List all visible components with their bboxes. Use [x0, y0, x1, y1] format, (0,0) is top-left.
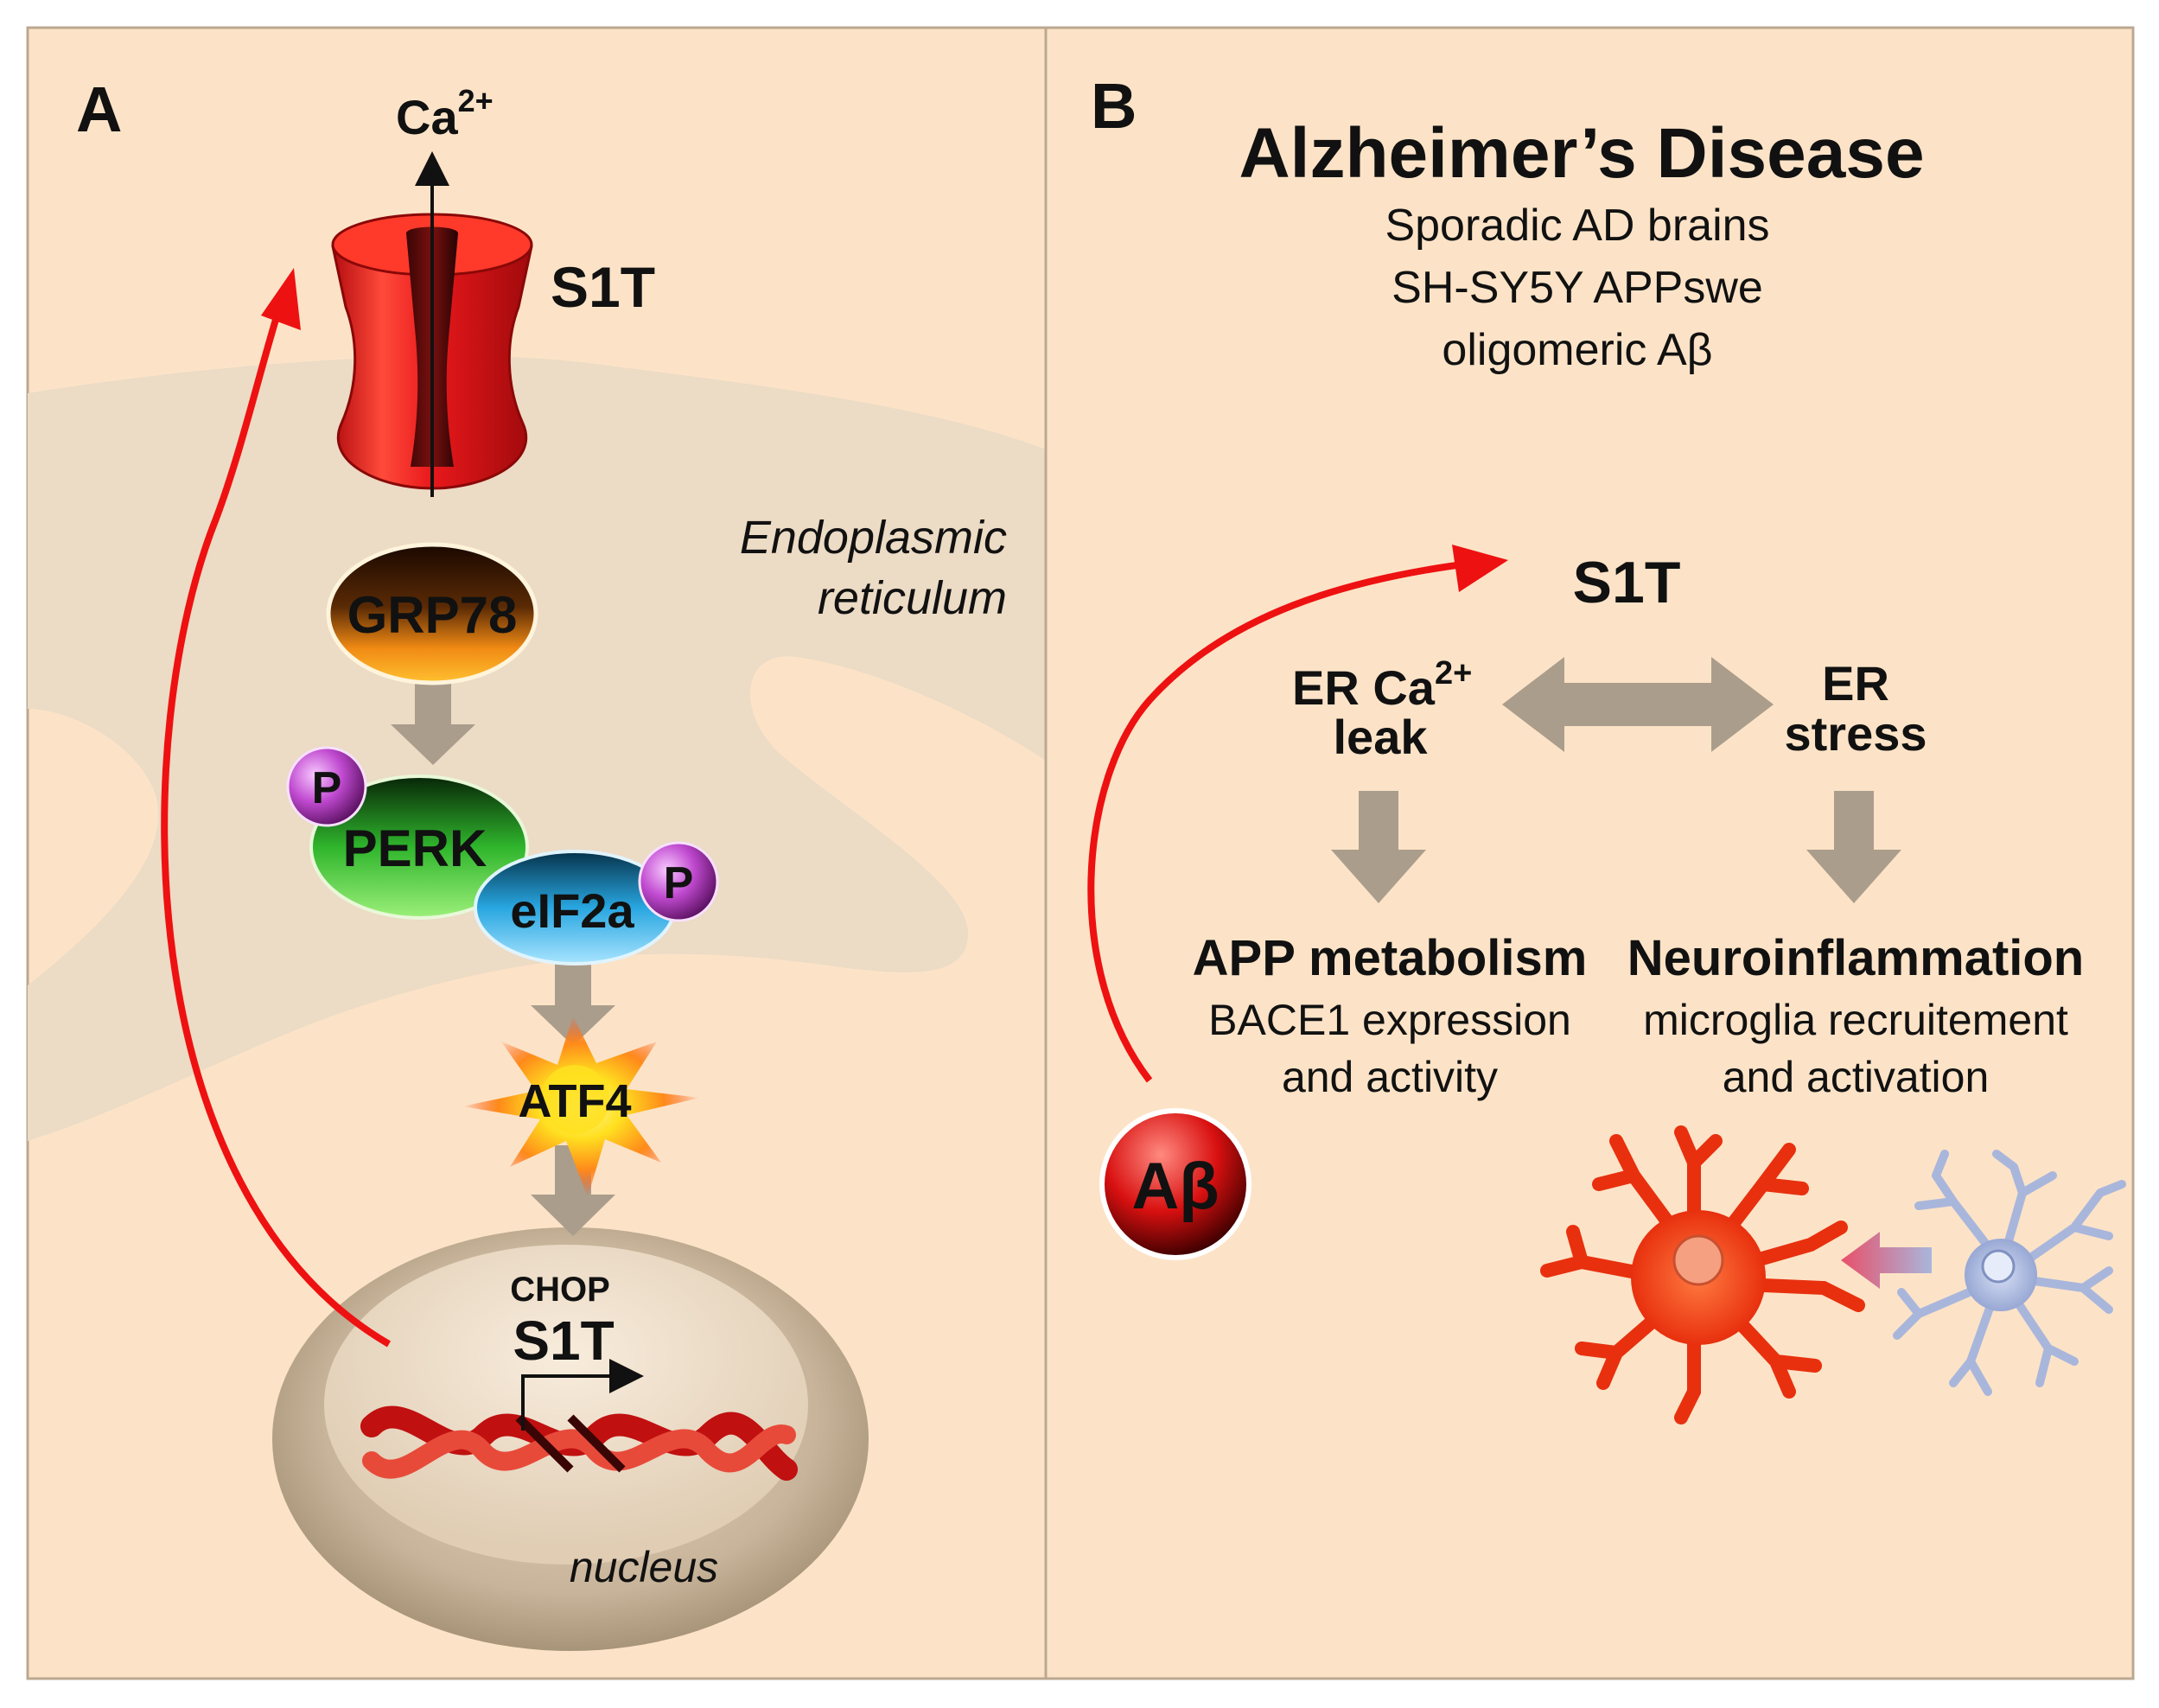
atf4-label: ATF4	[519, 1075, 632, 1127]
perk-label: PERK	[343, 819, 487, 877]
app-line1: BACE1 expression	[1208, 996, 1571, 1044]
abeta-icon	[1099, 1108, 1251, 1260]
er-leak-line2: leak	[1334, 710, 1429, 764]
resting-microglia-nucleus	[1981, 1249, 2016, 1284]
red-feedback-arrow-b	[1087, 560, 1470, 1083]
s1t-label-b: S1T	[1573, 550, 1681, 615]
atf4-core	[540, 1065, 609, 1134]
chop-label: CHOP	[510, 1271, 610, 1309]
double-arrow-leak-stress	[1502, 657, 1774, 752]
gray-arrow-stress-to-neuro	[1806, 791, 1901, 903]
grp78-icon	[326, 542, 538, 685]
activated-microglia-nucleus	[1672, 1234, 1724, 1286]
subtitle-line-2: SH-SY5Y APPswe	[1392, 263, 1763, 313]
transcription-start-arrow	[521, 1359, 644, 1431]
er-stress-line1: ER	[1822, 656, 1889, 711]
panel-b-background	[1044, 26, 2135, 1680]
red-feedback-arrowhead-b	[1452, 545, 1508, 592]
recruitment-arrow	[1841, 1232, 1932, 1289]
abeta-label: Aβ	[1131, 1150, 1219, 1223]
er-leak-line1: ER Ca2+	[1292, 655, 1472, 715]
panel-b-label: B	[1091, 70, 1137, 142]
channel-label: S1T	[551, 255, 655, 319]
panel-a: A Ca2+ S1T Endoplasmic reticulum GRP78 P…	[26, 26, 1048, 1680]
er-label-line2: reticulum	[818, 572, 1007, 624]
neuro-title: Neuroinflammation	[1627, 930, 2085, 986]
neuro-line2: and activation	[1723, 1053, 1990, 1101]
ca-ion-label: Ca2+	[396, 83, 494, 144]
er-label-line1: Endoplasmic	[740, 512, 1007, 564]
dna-helix-icon	[360, 1405, 798, 1481]
nucleus-label: nucleus	[570, 1543, 718, 1591]
phospho-eif2a-icon	[638, 841, 719, 922]
subtitle-line-3: oligomeric Aβ	[1442, 325, 1712, 375]
phospho-perk-icon	[286, 746, 367, 827]
er-stress-line2: stress	[1784, 706, 1927, 761]
gene-label: S1T	[513, 1310, 614, 1372]
phospho-perk-label: P	[312, 763, 342, 813]
gray-arrow-grp78-to-perk	[391, 683, 475, 765]
nucleus-inner	[324, 1245, 808, 1565]
perk-icon	[309, 774, 529, 920]
app-line2: and activity	[1282, 1053, 1498, 1101]
red-feedback-arrow-a	[161, 301, 392, 1348]
panel-a-label: A	[76, 73, 122, 145]
endoplasmic-reticulum	[28, 356, 1046, 1141]
gray-arrow-leak-to-app	[1331, 791, 1426, 903]
subtitle-line-1: Sporadic AD brains	[1385, 201, 1769, 251]
app-title: APP metabolism	[1193, 930, 1588, 986]
neuro-line1: microglia recruitement	[1643, 996, 2068, 1044]
resting-microglia-icon	[1893, 1150, 2126, 1396]
panel-b: B Alzheimer’s Disease Sporadic AD brains…	[1044, 26, 2135, 1680]
phospho-eif2a-label: P	[664, 858, 694, 908]
red-feedback-arrowhead-a	[261, 268, 301, 330]
panel-b-title: Alzheimer’s Disease	[1239, 114, 1924, 193]
eif2a-label: eIF2a	[510, 883, 634, 938]
grp78-label: GRP78	[347, 586, 518, 644]
